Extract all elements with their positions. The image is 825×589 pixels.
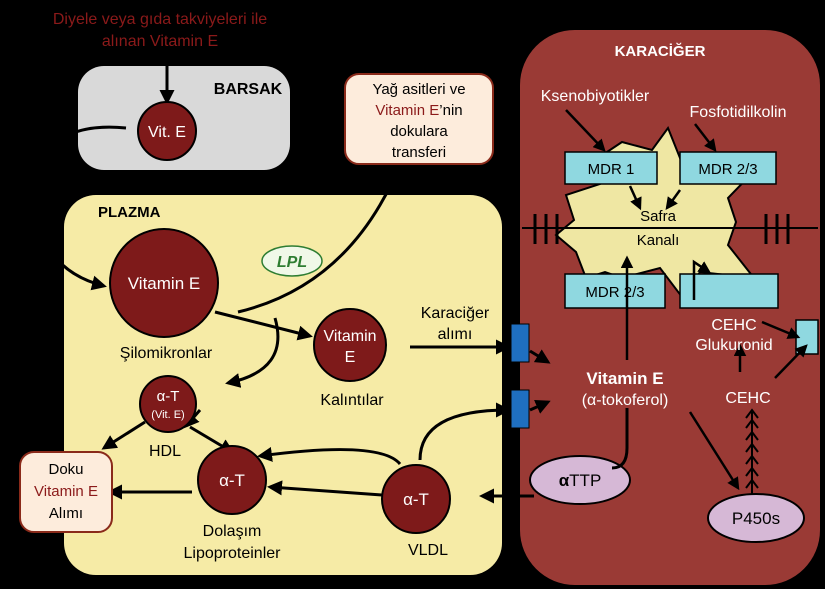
cehc-glucuronide-label-2: Glukuronid [695, 337, 772, 354]
attp-label: αTTP [559, 471, 602, 490]
tissue-uptake-line-2: Vitamin E [34, 483, 98, 500]
receptor-upper [510, 323, 530, 363]
p450-label: P450s [732, 509, 780, 528]
mdr1-label: MDR 1 [588, 161, 635, 178]
mdr1-box [564, 151, 658, 185]
chylomicron-node-label: Vitamin E [128, 274, 200, 293]
source-line-1: Diyele veya gıda takviyeleri ile [53, 11, 267, 28]
liver-arrows [565, 109, 808, 491]
bile-canal-label-1: Safra [640, 208, 677, 225]
attp-label-rest: TTP [569, 471, 601, 490]
lpl-label: LPL [277, 254, 307, 271]
transfer-line-1: Yağ asitleri ve [372, 81, 465, 98]
tissue-uptake-line-1: Doku [48, 461, 83, 478]
barsak-title: BARSAK [214, 81, 283, 98]
plazma-title: PLAZMA [98, 204, 161, 221]
mdr23-top-label: MDR 2/3 [698, 161, 757, 178]
tissue-uptake-line-3: Alımı [49, 505, 83, 522]
liver-uptake-label-1: Karaciğer [421, 305, 490, 322]
remnant-node-label-2: E [345, 349, 356, 366]
circulating-lipoprotein-node [197, 445, 267, 515]
remnant-node-label-1: Vitamin [323, 328, 376, 345]
attp-oval [529, 455, 631, 505]
vldl-node [381, 464, 451, 534]
mdr23-bottom-box [564, 273, 666, 309]
receptor-lower [510, 389, 530, 429]
vldl-node-label: α-T [403, 490, 429, 509]
chylomicron-label: Şilomikronlar [120, 345, 213, 362]
gut-vitamin-e-node [137, 101, 197, 161]
liver-alpha-tocopherol-label: (α-tokoferol) [582, 392, 669, 409]
liver-vitamin-e-label: Vitamin E [586, 369, 663, 388]
tissue-transfer-box [344, 73, 494, 165]
attp-label-alpha: α [559, 471, 570, 490]
phosphatidylcholine-label: Fosfotidilkolin [690, 104, 787, 121]
bile-canal-label-2: Kanalı [637, 232, 680, 249]
junction-marks-right [764, 214, 790, 244]
mdr23-bottom-label: MDR 2/3 [585, 284, 644, 301]
cehc-gluc-transporter [795, 319, 819, 355]
pathway-arrows [34, 52, 551, 500]
p450-to-cehc-steps [745, 408, 759, 495]
liver-uptake-label-2: alımı [438, 326, 473, 343]
hdl-node-label-2: (Vit. E) [151, 409, 184, 421]
hdl-node [139, 375, 197, 433]
chylomicron-node [109, 228, 219, 338]
transfer-line-2-highlight: Vitamin E [375, 102, 439, 119]
vldl-label: VLDL [408, 542, 448, 559]
circulating-node-label: α-T [219, 471, 245, 490]
transfer-line-4: transferi [392, 144, 446, 161]
cehc-label: CEHC [725, 390, 770, 407]
lpl-oval [261, 245, 323, 277]
tissue-uptake-box [19, 451, 113, 533]
hdl-node-label-1: α-T [157, 388, 180, 405]
attp-arrows [479, 408, 629, 504]
remnant-label: Kalıntılar [320, 392, 384, 409]
transfer-line-2-rest: ’nin [439, 102, 462, 119]
mdr23-top-box [679, 151, 777, 185]
liver-title: KARACİĞER [615, 42, 706, 60]
circulating-label-1: Dolaşım [203, 523, 262, 540]
hdl-label: HDL [149, 443, 181, 460]
xenobiotics-label: Ksenobiyotikler [541, 88, 650, 105]
junction-marks-left [533, 214, 559, 244]
cehc-glucuronide-label-1: CEHC [711, 317, 756, 334]
p450-oval [707, 493, 805, 543]
cehc-transporter-box [679, 273, 779, 309]
circulating-label-2: Lipoproteinler [184, 545, 282, 562]
transfer-line-2: Vitamin E’nin [375, 102, 462, 119]
source-line-2: alınan Vitamin E [102, 33, 218, 50]
transfer-line-3: dokulara [390, 123, 448, 140]
gut-vitamin-e-label: Vit. E [148, 124, 186, 141]
remnant-node [313, 308, 387, 382]
